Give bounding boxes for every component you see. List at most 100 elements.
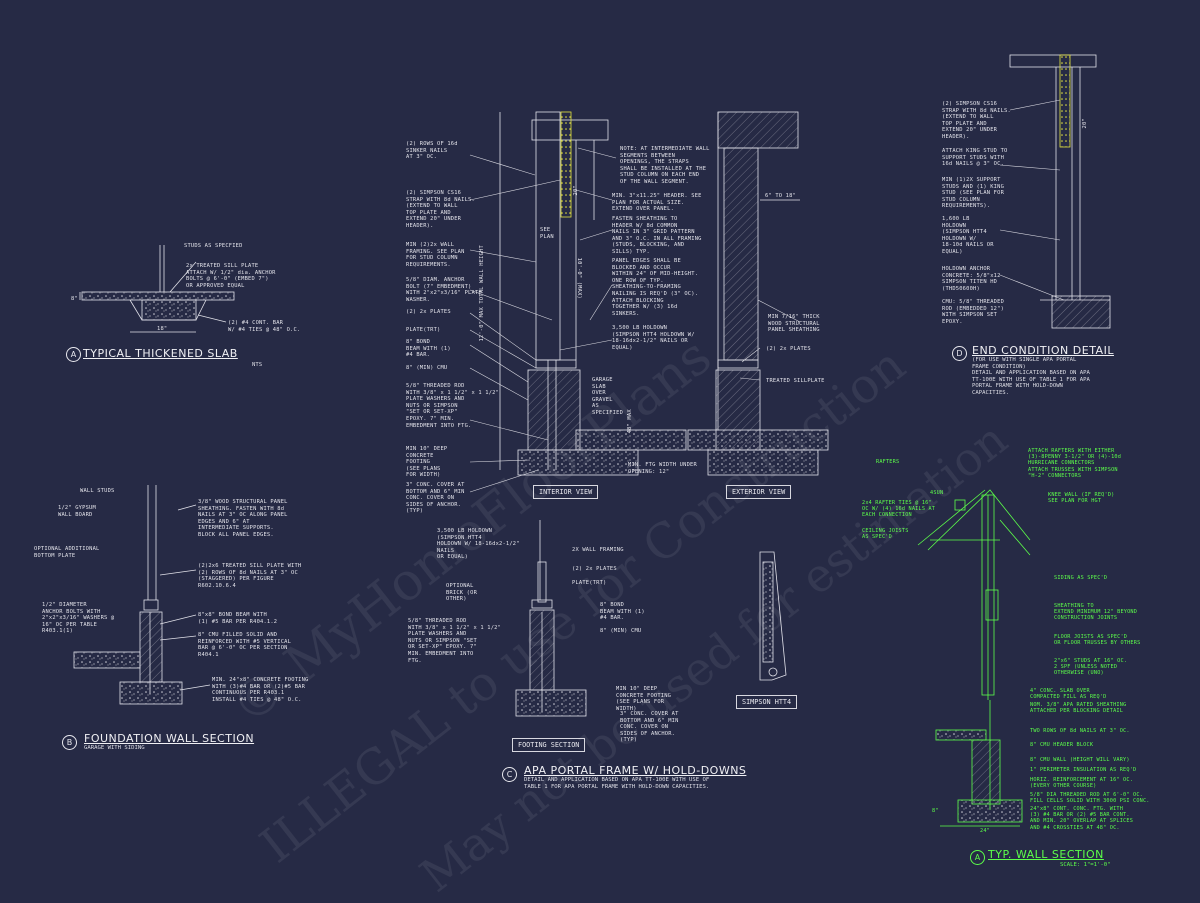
leader-lines [469, 99, 1065, 493]
detail-c-note-cmu: 8" (MIN) CMU [406, 365, 448, 371]
detail-a-dim-width: 18" [157, 326, 168, 332]
detail-d-note-holdown: 1,600 LB HOLDOWN (SIMPSON HTT4 HOLDOWN W… [942, 216, 994, 255]
detail-c-note-garage-slab: GARAGE SLAB OVER GRAVEL AS SPECIFIED [592, 377, 624, 416]
detail-b-note-bond-beam: 8"x8" BOND BEAM WITH (1) #5 BAR PER R404… [198, 612, 278, 625]
detail-a-dim-depth: 8" [71, 296, 78, 302]
detail-e-dim-8: 8" [932, 808, 939, 814]
detail-b-note-sheathing: 3/8" WOOD STRUCTURAL PANEL SHEATHING. FA… [198, 499, 288, 538]
detail-b-title: FOUNDATION WALL SECTION [84, 732, 255, 745]
detail-e-note-rafter-ties: 2x4 RAFTER TIES @ 16" OC W/ (4) 16d NAIL… [862, 500, 936, 519]
detail-a-bubble: A [66, 347, 81, 362]
detail-d-note-cmu-rod: CMU: 5/8" THREADED ROD (EMBEDDED 12") WI… [942, 299, 1005, 325]
detail-e-bubble: A [970, 850, 985, 865]
detail-d-bubble: D [952, 346, 967, 361]
detail-d-sub: (FOR USE WITH SINGLE APA PORTAL FRAME CO… [972, 357, 1090, 396]
detail-c-dim-12ft: 12'-0" MAX TOTAL WALL HEIGHT [478, 245, 485, 342]
detail-c-fs-footing: MIN 10" DEEP CONCRETE FOOTING (SEE PLANS… [616, 686, 672, 712]
detail-c-dim-see-plan: SEE PLAN [540, 227, 554, 240]
detail-e-note-floor-joists: FLOOR JOISTS AS SPEC'D OR FLOOR TRUSSES … [1054, 634, 1141, 647]
detail-c-fs-wall-framing: 2X WALL FRAMING [572, 547, 624, 553]
detail-a-drawing [79, 245, 235, 333]
detail-c-note-panel-edges: PANEL EDGES SHALL BE BLOCKED AND OCCUR W… [612, 258, 699, 317]
detail-c-title: APA PORTAL FRAME W/ HOLD-DOWNS [524, 764, 747, 777]
detail-b-note-wall-studs: WALL STUDS [80, 488, 115, 494]
detail-c-fs-bond-beam: 8" BOND BEAM WITH (1) #4 BAR. [600, 602, 645, 622]
detail-e-note-attach-rafters: ATTACH RAFTERS WITH EITHER (3)-8PENNY 3-… [1028, 448, 1122, 479]
detail-e-note-apa-sheathing: NOM. 3/8" APA RATED SHEATHING ATTACHED P… [1030, 702, 1127, 715]
detail-d-note-cs16: (2) SIMPSON CS16 STRAP WITH 8d NAILS. (E… [942, 101, 1011, 140]
detail-d-note-king-stud: ATTACH KING STUD TO SUPPORT STUDS WITH 1… [942, 148, 1008, 168]
detail-c-note-2x-plates: (2) 2x PLATES [406, 309, 451, 315]
detail-c-dim-10ft: 10'-0" (MAX) [575, 257, 582, 299]
detail-c-exterior [687, 111, 829, 476]
detail-e-note-rafters: RAFTERS [876, 459, 900, 465]
detail-e-note-ceiling-joists: CEILING JOISTS AS SPEC'D [862, 528, 909, 541]
detail-e-note-footing: 24"x8" CONT. CONC. FTG. WITH (3) #4 BAR … [1030, 806, 1134, 831]
detail-e-note-cmu-wall: 8" CMU WALL (HEIGHT WILL VARY) [1030, 757, 1130, 763]
detail-c-note-ext-plates: (2) 2x PLATES [766, 346, 811, 352]
detail-b-note-cmu: 8" CMU FILLED SOLID AND REINFORCED WITH … [198, 632, 292, 658]
detail-a-note-studs: STUDS AS SPECFIED [184, 243, 243, 249]
detail-c-footing-label: FOOTING SECTION [512, 738, 586, 752]
detail-c-note-plate-trt: PLATE(TRT) [406, 327, 441, 333]
detail-e-note-sheathing: SHEATHING TO EXTEND MINIMUM 12" BEYOND C… [1054, 603, 1138, 622]
detail-c-interior-label: INTERIOR VIEW [533, 485, 599, 499]
detail-c-dim-6-to-18: 6" TO 18" [765, 193, 797, 199]
detail-e-drawing [917, 489, 1031, 827]
detail-b-bubble: B [62, 735, 77, 750]
detail-b-note-sill-plate: (2)2x6 TREATED SILL PLATE WITH (2) ROWS … [198, 563, 302, 589]
detail-c-note-header: MIN. 3"x11.25" HEADER. SEE PLAN FOR ACTU… [612, 193, 702, 213]
detail-c-fs-conc-cover: 3" CONC. COVER AT BOTTOM AND 6" MIN CONC… [620, 711, 679, 744]
detail-d-note-support: MIN (1)2X SUPPORT STUDS AND (1) KING STU… [942, 177, 1005, 210]
detail-c-note-treated-sill: TREATED SILLPLATE [766, 378, 825, 384]
detail-b-sub: GARAGE WITH SIDING [84, 745, 145, 751]
detail-c-bubble: C [502, 767, 517, 782]
detail-e-title: TYP. WALL SECTION [988, 848, 1104, 861]
detail-b-note-anchor-bolts: 1/2" DIAMETER ANCHOR BOLTS WITH 2"x2"x3/… [42, 602, 115, 635]
detail-e-note-studs: 2"x6" STUDS AT 16" OC. 2 SPF (UNLESS NOT… [1054, 658, 1128, 677]
detail-c-note-intermediate: NOTE: AT INTERMEDIATE WALL SEGMENTS BETW… [620, 146, 710, 185]
detail-c-exterior-label: EXTERIOR VIEW [726, 485, 792, 499]
detail-e-dim-24: 24" [980, 828, 990, 834]
detail-d-title: END CONDITION DETAIL [972, 344, 1114, 357]
detail-c-note-conc-cover: 3" CONC. COVER AT BOTTOM AND 6" MIN CONC… [406, 482, 465, 515]
detail-a-title: TYPICAL THICKENED SLAB [83, 347, 238, 360]
detail-c-fs-cmu: 8" (MIN) CMU [600, 628, 642, 634]
detail-e-note-slab: 4" CONC. SLAB OVER COMPACTED FILL AS REQ… [1030, 688, 1107, 701]
detail-e-note-knee-wall: KNEE WALL (IF REQ'D) SEE PLAN FOR HGT [1048, 492, 1115, 505]
detail-b-drawing [73, 485, 211, 705]
detail-e-note-insulation: 1" PERIMETER INSULATION AS REQ'D [1030, 767, 1137, 773]
detail-e-note-4sun: 4SUN [930, 490, 944, 496]
detail-e-note-threaded-rod: 5/8" DIA THREADED ROD AT 6'-0" OC. FILL … [1030, 792, 1150, 805]
detail-c-note-fasten-sheathing: FASTEN SHEATHING TO HEADER W/ 8d COMMON … [612, 216, 702, 255]
detail-c-fs-plates: (2) 2x PLATES [572, 566, 617, 572]
detail-a-scale: NTS [252, 362, 263, 368]
detail-b-note-bottom-plate: OPTIONAL ADDITIONAL BOTTOM PLATE [34, 546, 100, 559]
detail-c-footing [515, 520, 587, 717]
detail-c-note-holdown: 3,500 LB HOLDOWN (SIMPSON HTT4 HOLDOWN W… [612, 325, 695, 351]
detail-c-note-sinker-nails: (2) ROWS OF 16d SINKER NAILS AT 3" OC. [406, 141, 458, 161]
detail-a-note-bars: (2) #4 CONT. BAR W/ #4 TIES @ 48" O.C. [228, 320, 301, 333]
detail-c-note-bond-beam: 8" BOND BEAM WITH (1) #4 BAR. [406, 339, 451, 359]
detail-c-fs-brick: OPTIONAL BRICK (OR OTHER) [446, 583, 478, 603]
detail-c-note-footing: MIN 10" DEEP CONCRETE FOOTING (SEE PLANS… [406, 446, 448, 479]
detail-c-note-cs16-strap: (2) SIMPSON CS16 STRAP WITH 8d NAILS. (E… [406, 190, 475, 229]
detail-c-interior [499, 111, 687, 476]
detail-c-note-anchor-bolt: 5/8" DIAM. ANCHOR BOLT (7" EMBEDMENT) WI… [406, 277, 482, 303]
detail-d-drawing [1009, 54, 1111, 329]
detail-e-note-horiz-reinf: HORIZ. REINFORCEMENT AT 16" OC. (EVERY O… [1030, 777, 1134, 790]
detail-c-note-panel-sheathing: MIN 7/16" THICK WOOD STRUCTURAL PANEL SH… [768, 314, 820, 334]
detail-e-scale: SCALE: 1"=1'-0" [1060, 862, 1111, 868]
detail-e-note-nails: TWO ROWS OF 8d NAILS AT 3" OC. [1030, 728, 1130, 734]
detail-c-fs-holdown: 3,500 LB HOLDOWN (SIMPSON HTT4 HOLDOWN W… [437, 528, 520, 561]
detail-c-htt4-label: SIMPSON HTT4 [736, 695, 798, 709]
detail-c-sub: DETAIL AND APPLICATION BASED ON APA TT-1… [524, 777, 710, 790]
detail-a-note-sill-plate: 2x TREATED SILL PLATE ATTACH W/ 1/2" dia… [186, 263, 276, 289]
detail-d-dim-20: 20" [1081, 118, 1088, 129]
detail-c-fs-plate-trt: PLATE(TRT) [572, 580, 607, 586]
detail-c-dim-20: 20" [572, 185, 579, 196]
detail-e-note-siding: SIDING AS SPEC'D [1054, 575, 1108, 581]
detail-d-note-anchor: HOLDOWN ANCHOR CONCRETE: 5/8"x12 SIMPSON… [942, 266, 1001, 292]
detail-c-note-min-ftg: MIN. FTG WIDTH UNDER OPENING: 12" [628, 462, 697, 475]
